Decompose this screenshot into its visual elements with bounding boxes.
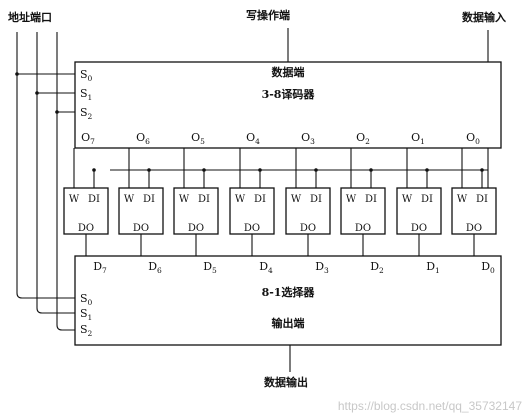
cell-do-label: DO [78,223,94,234]
selector-input-label-d6: D6 [148,260,162,275]
data-input-label: 数据输入 [462,10,506,24]
memory-cell-box [173,187,219,235]
decoder-output-label-o1: O1 [411,131,425,146]
cell-di-label: DI [88,194,100,205]
junction-dot [92,168,96,172]
memory-cells: W DI DO W DI DO W DI DO W DI DO W DI DO W DI DO W DI DO W DI DO [63,148,497,256]
memory-cell-box [285,187,331,235]
selector-input-label-d5: D5 [203,260,217,275]
selector-box [74,255,502,346]
memory-cell: W DI DO [396,148,442,256]
cell-do-label: DO [300,223,316,234]
selector-input-label-d7: D7 [93,260,107,275]
decoder-output-label-o5: O5 [191,131,205,146]
junction-dot [55,110,59,114]
memory-cell: W DI DO [118,148,164,256]
memory-cell: W DI DO [229,148,275,256]
junction-dot [147,168,151,172]
junction-dot [480,168,484,172]
cell-do-label: DO [188,223,204,234]
junction-dot [35,91,39,95]
decoder-select-label-s1: S1 [80,87,92,102]
cell-di-label: DI [365,194,377,205]
cell-w-label: W [457,194,468,205]
cell-w-label: W [291,194,302,205]
selector-input-label-d0: D0 [481,260,495,275]
decoder-name: 3-8译码器 [262,88,316,101]
junction-dot [314,168,318,172]
decoder-select-label-s0: S0 [80,68,93,83]
cell-do-label: DO [244,223,260,234]
watermark: https://blog.csdn.net/qq_35732147 [338,399,522,413]
cell-w-label: W [179,194,190,205]
data-output-label: 数据输出 [264,375,308,389]
cell-do-label: DO [411,223,427,234]
cell-w-label: W [69,194,80,205]
decoder-top-label: 数据端 [272,65,305,79]
cell-di-label: DI [143,194,155,205]
junction-dot [425,168,429,172]
cell-w-label: W [235,194,246,205]
junction-dot [258,168,262,172]
memory-cell-box [396,187,442,235]
selector-name: 8-1选择器 [262,285,316,299]
cell-di-label: DI [476,194,488,205]
junction-dot [15,72,19,76]
selector-select-label-s0: S0 [80,292,93,307]
decoder-box [74,61,502,149]
selector-bottom-label: 输出端 [272,316,305,330]
address-to-selector-s0 [16,292,75,299]
decoder-outputs: O7 O6 O5 O4 O3 O2 O1 O0 [81,131,480,146]
cell-di-label: DI [310,194,322,205]
address-port-label: 地址端口 [8,10,52,24]
cell-w-label: W [346,194,357,205]
cell-di-label: DI [254,194,266,205]
selector-input-label-d4: D4 [259,260,273,275]
memory-cell-box [451,187,497,235]
junction-dot [202,168,206,172]
cell-do-label: DO [466,223,482,234]
selector-input-label-d3: D3 [315,260,329,275]
memory-cell-box [340,187,386,235]
selector-select-label-s2: S2 [80,323,93,338]
selector-input-label-d2: D2 [370,260,384,275]
selector-data-inputs: D7 D6 D5 D4 D3 D2 D1 D0 [93,260,495,275]
decoder-output-label-o3: O3 [301,131,315,146]
selector-input-label-d1: D1 [426,260,440,275]
cell-w-label: W [124,194,135,205]
decoder-output-label-o6: O6 [136,131,150,146]
decoder-output-label-o4: O4 [246,131,260,146]
decoder-output-label-o2: O2 [356,131,370,146]
address-to-selector-s2 [56,324,75,331]
wiring [15,28,489,372]
cell-di-label: DI [198,194,210,205]
decoder-output-label-o7: O7 [81,131,95,146]
decoder-select-label-s2: S2 [80,106,93,121]
cell-w-label: W [402,194,413,205]
cell-di-label: DI [421,194,433,205]
cell-do-label: DO [355,223,371,234]
junction-dot [369,168,373,172]
memory-cell: W DI DO [63,148,109,256]
memory-cell: W DI DO [173,148,219,256]
write-port-label: 写操作端 [246,8,290,22]
memory-cell: W DI DO [340,148,386,256]
cell-do-label: DO [133,223,149,234]
memory-cell-box [63,187,109,235]
memory-cell: W DI DO [451,148,497,256]
memory-cell-box [118,187,164,235]
selector-select-label-s1: S1 [80,307,92,322]
memory-cell: W DI DO [285,148,331,256]
decoder-output-label-o0: O0 [466,131,480,146]
address-to-selector-s1 [36,307,75,314]
